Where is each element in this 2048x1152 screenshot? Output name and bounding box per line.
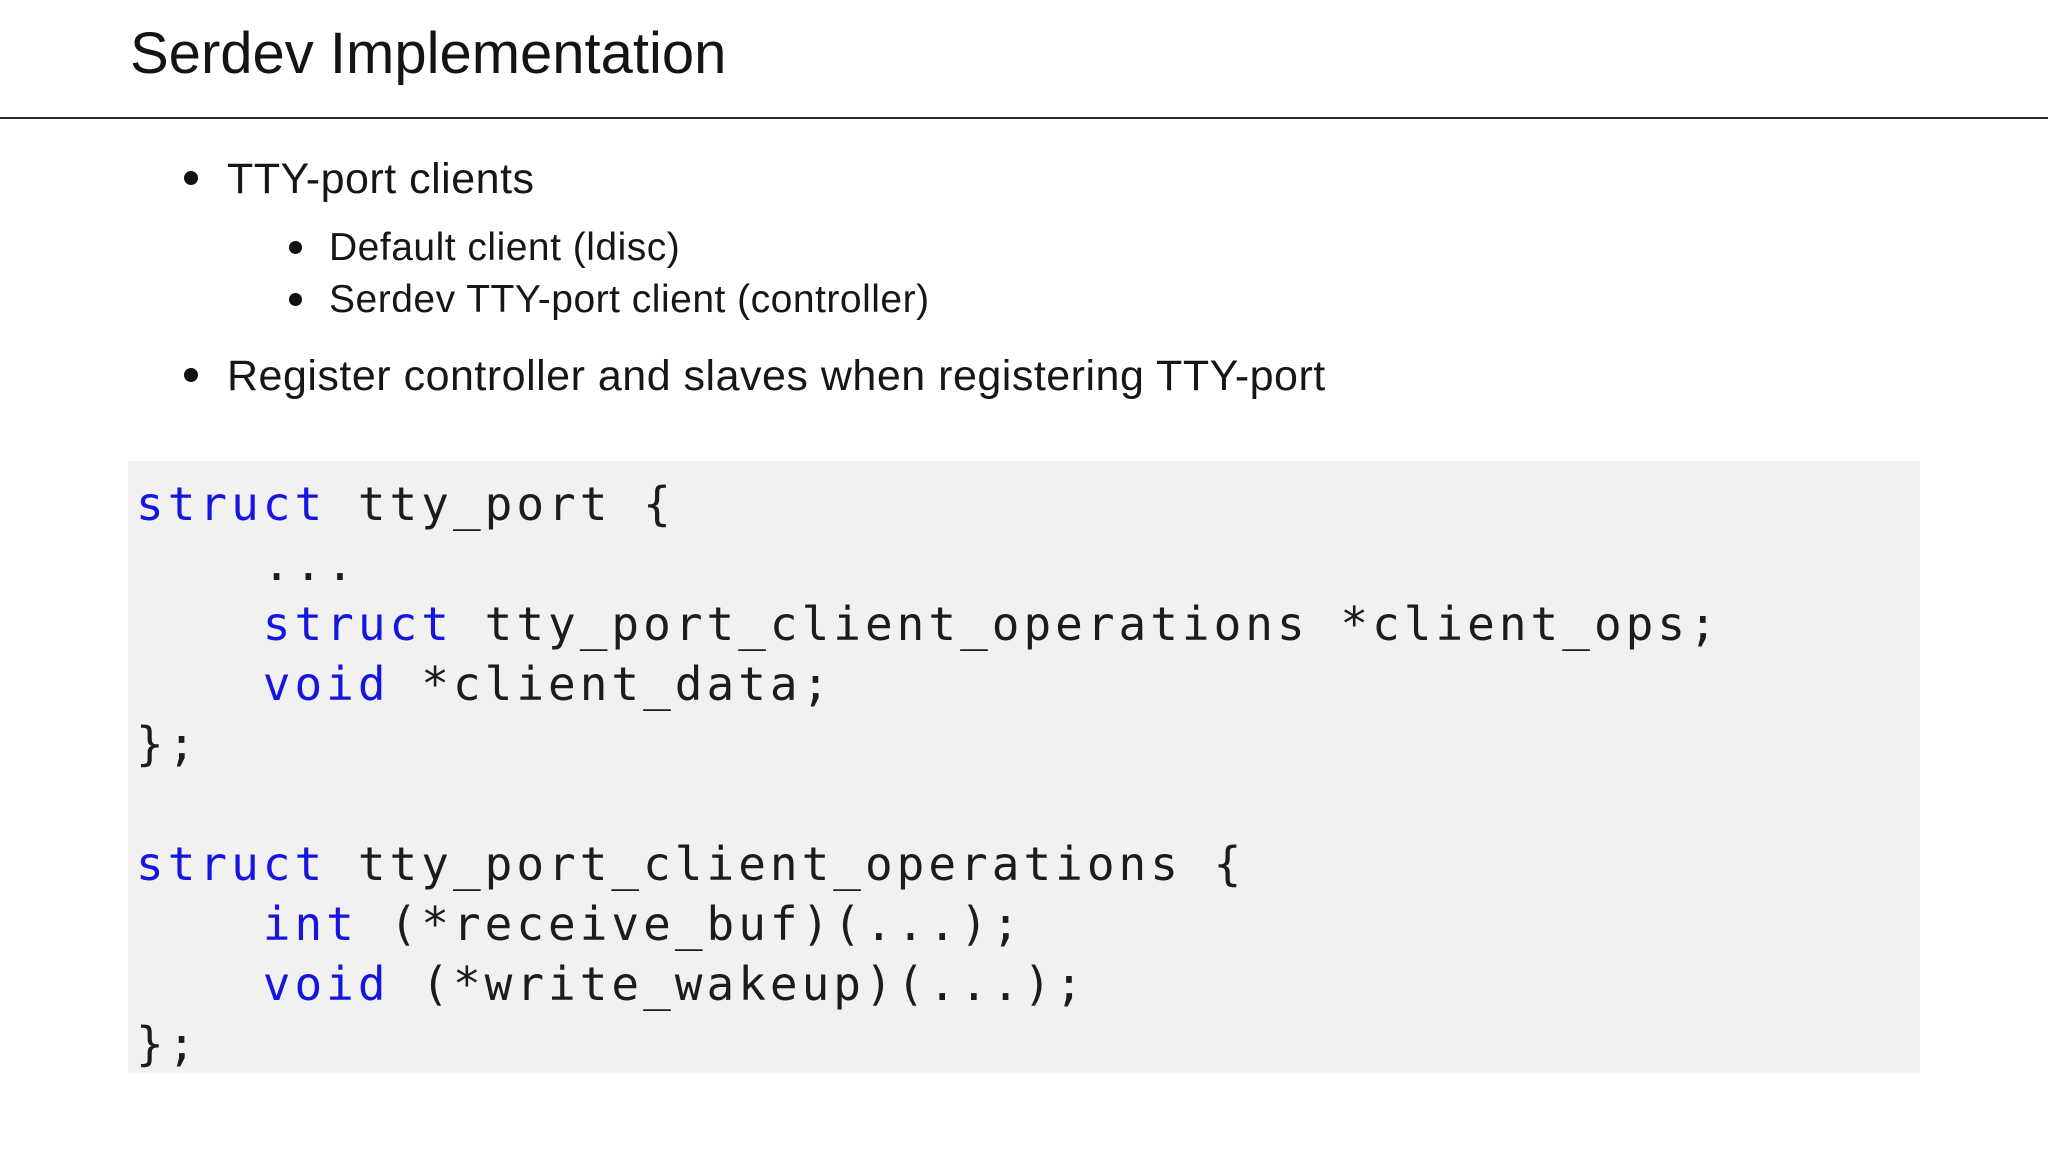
code-text: tty_port { — [326, 477, 675, 531]
code-line: struct tty_port { — [136, 474, 1920, 534]
bullet-item-tty-port-clients: TTY-port clients — [227, 155, 535, 203]
code-keyword: struct — [136, 477, 327, 531]
code-line: int (*receive_buf)(...); — [136, 894, 1920, 954]
code-text — [136, 957, 263, 1011]
code-text — [136, 657, 263, 711]
code-block: struct tty_port { ... struct tty_port_cl… — [128, 461, 1920, 1073]
code-text: }; — [136, 717, 200, 771]
code-line — [136, 774, 1920, 834]
code-text: *client_data; — [389, 657, 834, 711]
code-keyword: void — [262, 657, 390, 711]
code-text — [136, 597, 263, 651]
title-divider — [0, 117, 2048, 119]
bullet-item-register-controller: Register controller and slaves when regi… — [227, 352, 1326, 400]
sub-bullet-default-client: Default client (ldisc) — [329, 226, 681, 269]
sub-bullet-serdev-client: Serdev TTY-port client (controller) — [329, 278, 930, 321]
code-text: tty_port_client_operations { — [326, 837, 1246, 891]
code-line: ... — [136, 534, 1920, 594]
code-line: }; — [136, 1014, 1920, 1074]
bullet-icon — [184, 171, 198, 185]
code-line: struct tty_port_client_operations { — [136, 834, 1920, 894]
bullet-icon — [289, 241, 302, 254]
code-text: ... — [136, 537, 358, 591]
code-line: }; — [136, 714, 1920, 774]
code-line: void *client_data; — [136, 654, 1920, 714]
code-text: tty_port_client_operations *client_ops; — [452, 597, 1721, 651]
bullet-icon — [289, 293, 302, 306]
code-text — [136, 897, 263, 951]
code-keyword: void — [262, 957, 390, 1011]
code-text: }; — [136, 1017, 200, 1071]
bullet-icon — [184, 368, 198, 382]
code-keyword: struct — [136, 837, 327, 891]
code-line: struct tty_port_client_operations *clien… — [136, 594, 1920, 654]
code-text: (*receive_buf)(...); — [357, 897, 1024, 951]
code-text: (*write_wakeup)(...); — [389, 957, 1087, 1011]
code-keyword: int — [262, 897, 358, 951]
slide-title: Serdev Implementation — [130, 21, 727, 86]
code-line: void (*write_wakeup)(...); — [136, 954, 1920, 1014]
code-keyword: struct — [262, 597, 453, 651]
